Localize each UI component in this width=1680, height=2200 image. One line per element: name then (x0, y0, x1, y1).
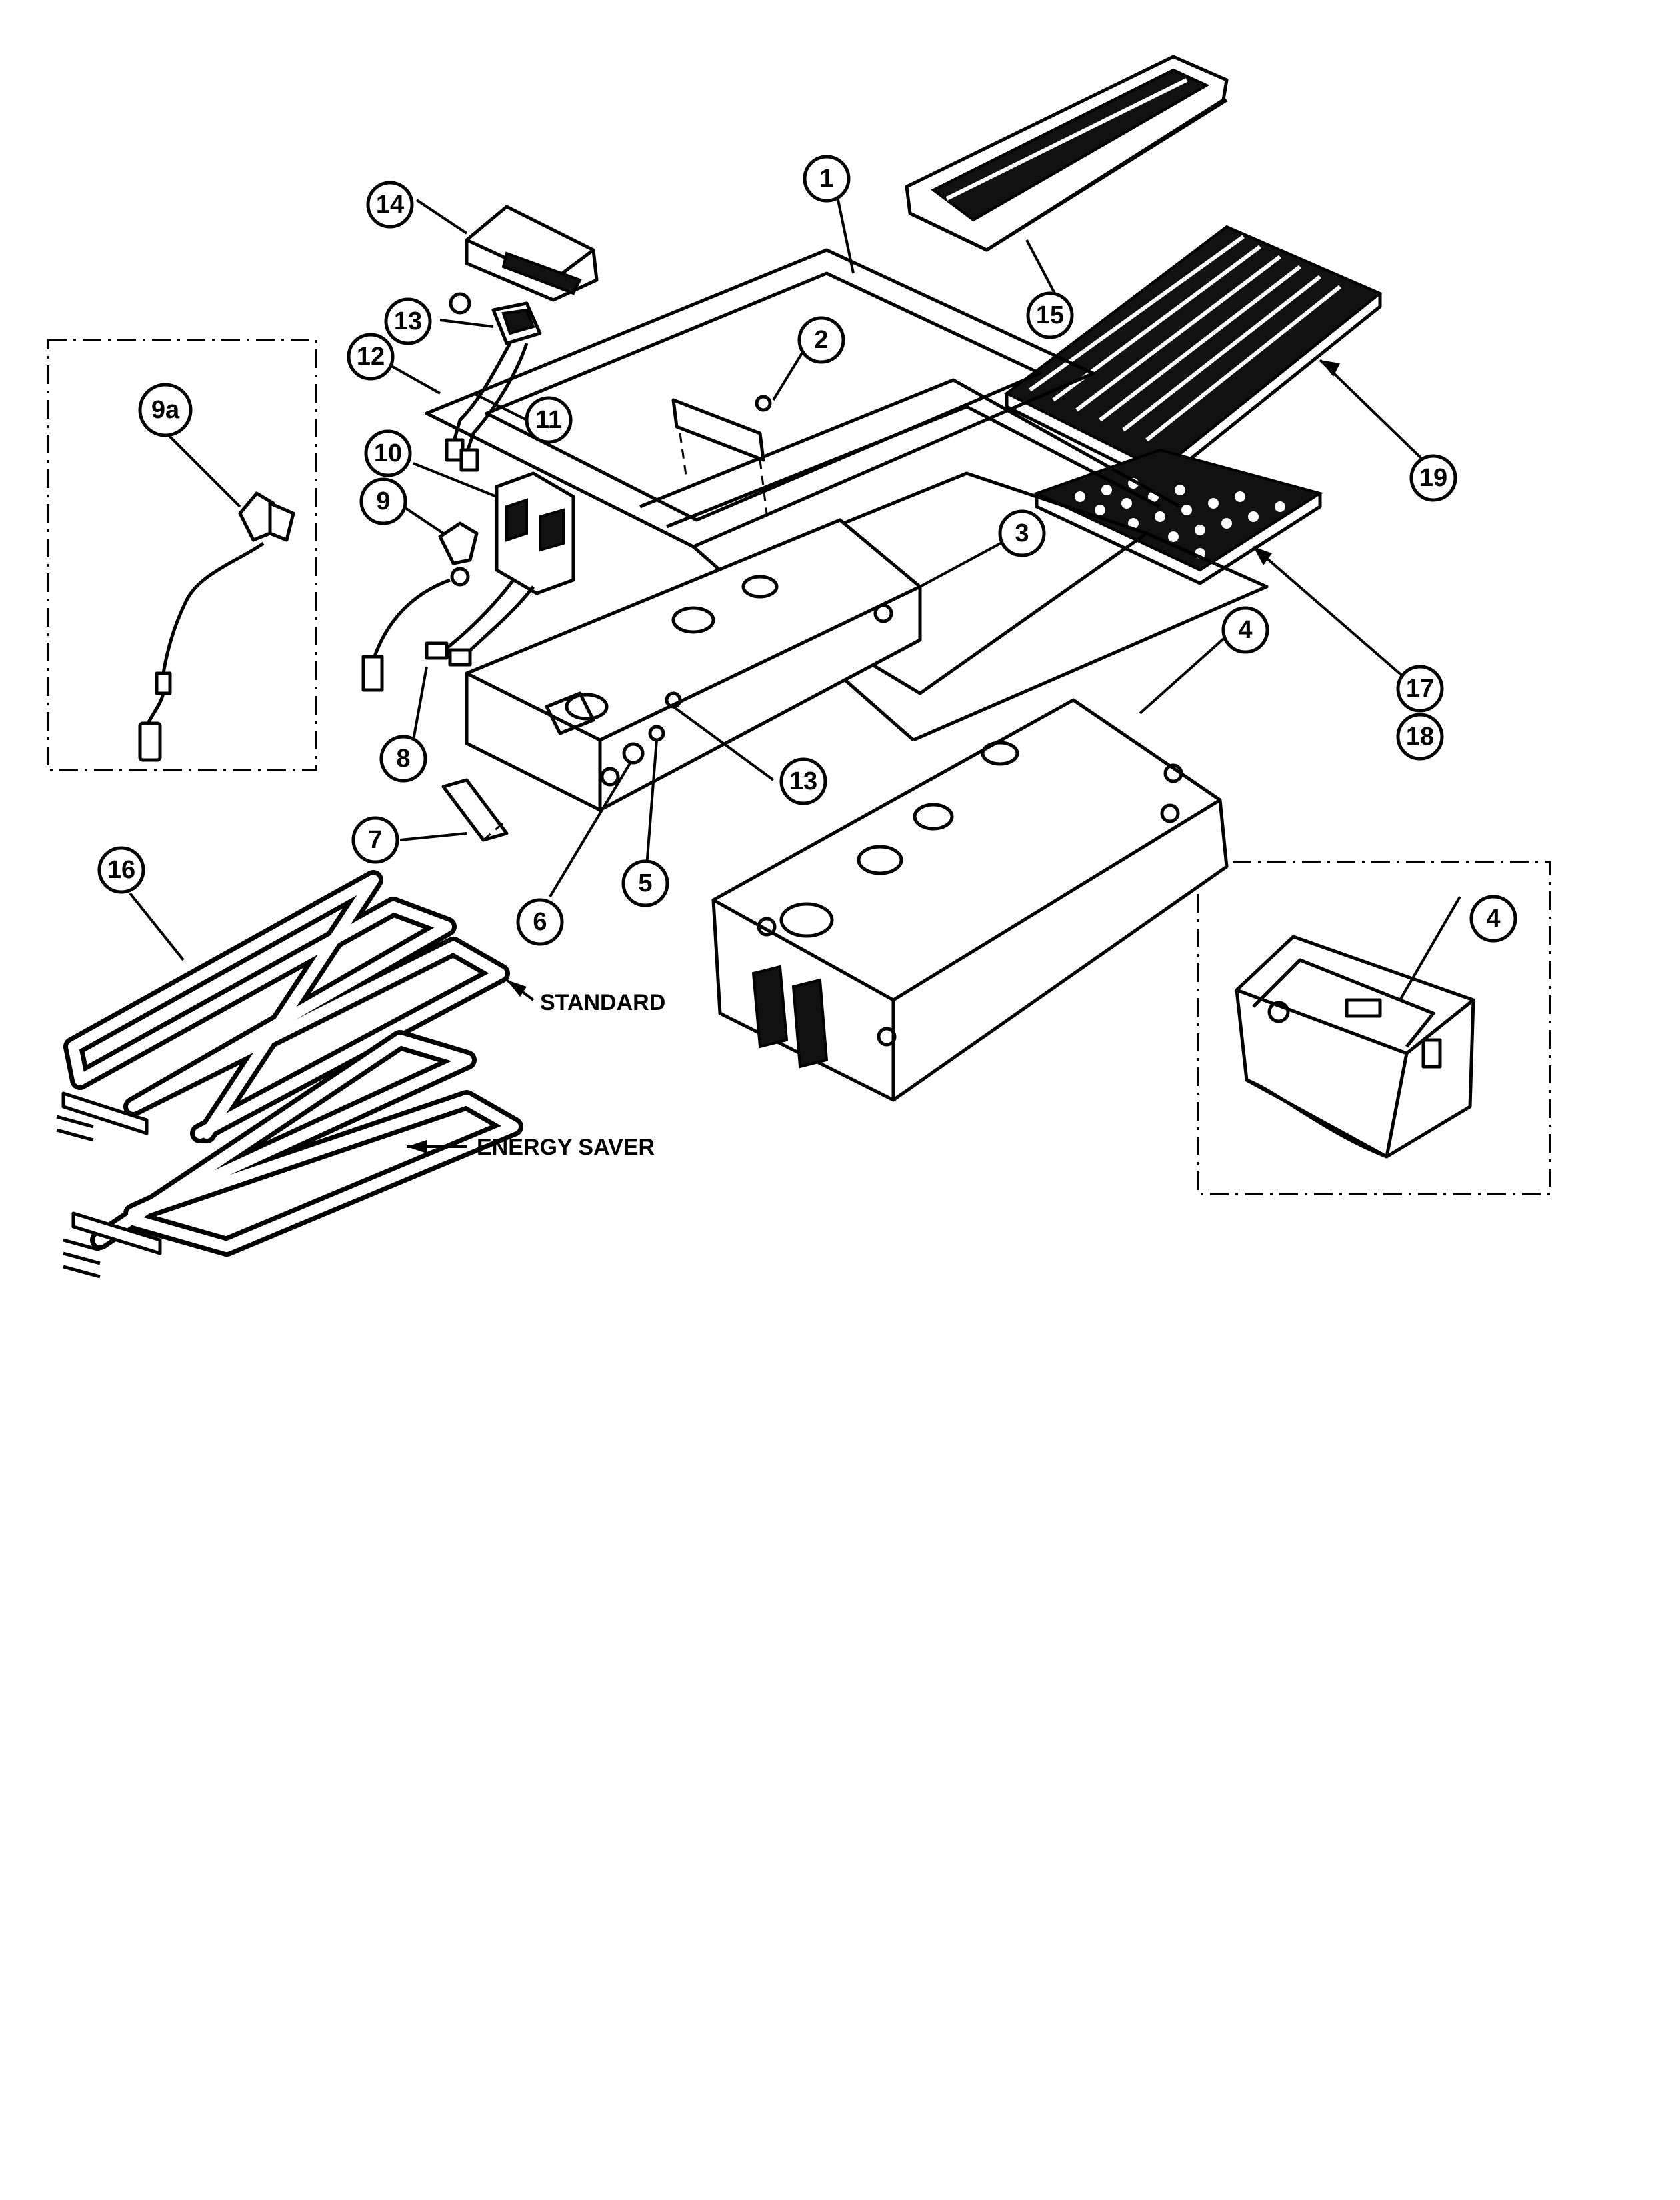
callout-1-number: 1 (819, 165, 833, 193)
callout-17: 17 (1396, 665, 1444, 713)
callout-8-number: 8 (396, 745, 410, 773)
callout-4-main-number: 4 (1238, 616, 1252, 644)
callout-3: 3 (998, 509, 1046, 557)
part-11-12-wires (386, 342, 529, 472)
part-15-cover (905, 55, 1229, 304)
inset-box-4 (1197, 861, 1551, 1195)
callout-4-inset: 4 (1469, 895, 1517, 943)
callout-14: 14 (366, 181, 414, 229)
callout-13-bottom: 13 (779, 757, 827, 805)
callout-12: 12 (347, 333, 395, 381)
callout-19-number: 19 (1419, 464, 1447, 492)
callout-13-top: 13 (384, 297, 432, 345)
callout-3-number: 3 (1015, 519, 1029, 547)
part-16-heating-elements (56, 870, 535, 1279)
callout-19: 19 (1409, 454, 1457, 502)
callout-4-main: 4 (1221, 606, 1269, 654)
callout-4-inset-number: 4 (1486, 905, 1500, 933)
callout-6-number: 6 (533, 908, 547, 936)
callout-10-number: 10 (374, 439, 402, 467)
callout-9: 9 (359, 477, 407, 525)
callout-10: 10 (364, 429, 412, 477)
callout-5-number: 5 (638, 869, 652, 897)
callout-11: 11 (525, 396, 573, 444)
callout-16-number: 16 (107, 856, 135, 884)
callout-1: 1 (803, 155, 851, 203)
part-5-6-7-hardware (399, 691, 775, 898)
callout-15-number: 15 (1036, 301, 1064, 329)
callout-11-number: 11 (535, 406, 562, 434)
callout-18: 18 (1396, 713, 1444, 761)
part-4-main-box (711, 629, 1235, 1102)
callout-9-number: 9 (376, 487, 390, 515)
callout-15: 15 (1026, 291, 1074, 339)
callout-13-top-number: 13 (394, 307, 422, 335)
callout-2-number: 2 (814, 326, 828, 354)
callout-6: 6 (516, 898, 564, 946)
callout-13-bottom-number: 13 (789, 767, 817, 795)
part-3-box (465, 518, 1007, 812)
label-energy-saver: ENERGY SAVER (477, 1135, 655, 1160)
callout-2: 2 (797, 316, 845, 364)
callout-5: 5 (621, 859, 669, 907)
part-13-switch (439, 292, 542, 345)
callout-14-number: 14 (376, 191, 404, 219)
part-8-wires (361, 578, 535, 741)
part-10-terminal-block (413, 462, 575, 595)
callout-17-number: 17 (1406, 675, 1434, 703)
callout-7-number: 7 (368, 826, 382, 854)
callout-16: 16 (97, 846, 145, 894)
callout-7: 7 (351, 816, 399, 864)
part-14-control (415, 199, 599, 302)
part-2-bracket (671, 339, 811, 514)
inset-box-9a (47, 339, 317, 771)
callout-9a: 9a (138, 383, 193, 437)
callout-18-number: 18 (1406, 723, 1434, 751)
callout-12-number: 12 (357, 343, 385, 371)
part-9-clip (402, 505, 479, 587)
label-standard: STANDARD (540, 990, 665, 1015)
callout-9a-number: 9a (151, 396, 180, 424)
callout-8: 8 (379, 735, 427, 783)
